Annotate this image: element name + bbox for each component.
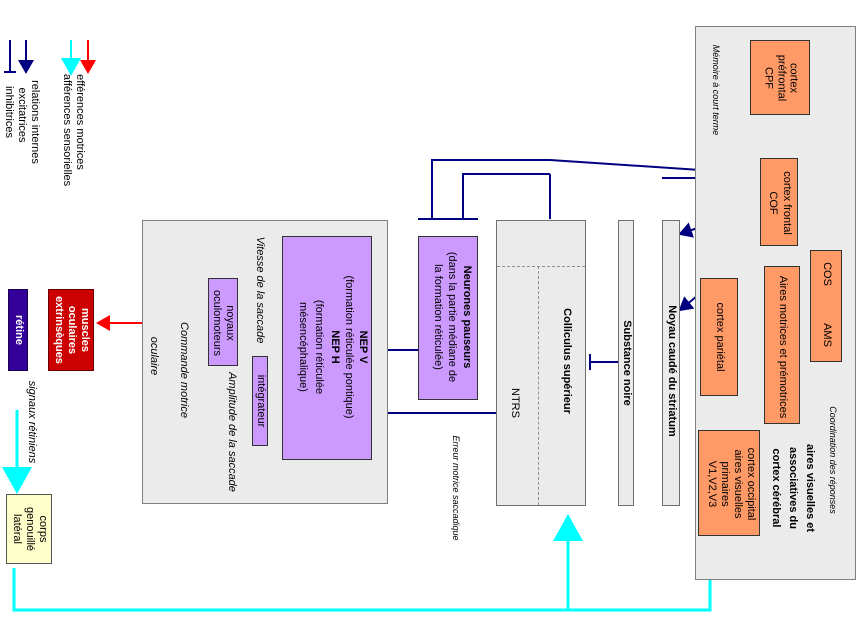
amplitude-label: Amplitude de la saccade [226,372,239,492]
occipital-box[interactable]: cortex occipital aires visuelles primair… [698,430,760,536]
cortex-title-2: associatives du [787,447,800,529]
ntrs-label: NTRS [509,388,522,418]
colliculus-label: Colliculus supérieur [561,308,574,414]
erreur-label: Erreur motrice saccadique [451,435,462,541]
legend-lines [4,40,96,76]
cof-box[interactable]: cortex frontal COF [760,158,798,246]
commande-label-2: oculaire [148,336,161,376]
cgl-label-3: latéral [11,514,24,544]
striatum-label: Noyau caudé du striatum [666,305,679,437]
aires-motrices-label: Aires motrices et prémotrices [777,275,790,419]
ams-label: AMS [821,323,834,347]
noyaux-label-1: noyaux [224,305,237,341]
substance-noire-box[interactable]: Substance noire [618,220,634,506]
cortex-title-1: aires visuelles et [804,443,817,533]
cpf-box[interactable]: cortex préfrontal CPF [750,40,810,115]
cgl-label-1: corps [37,515,50,543]
noyaux-label-2: oculomoteurs [211,289,224,357]
cortex-title-3: cortex cérébral [770,448,783,528]
vitesse-label: Vitesse de la saccade [254,236,267,344]
commande-label-1: Commande motrice [178,322,191,418]
muscles-label-2: oculaires [66,305,79,355]
cgl-label-2: genouillé [24,506,37,552]
integrateur-label: intégrateur [255,374,268,428]
pauseurs-label-1: Neurones pauseurs [461,265,474,369]
pauseurs-label-2: (dans la partie médiane de [446,251,459,383]
substance-noire-label: Substance noire [621,320,634,406]
occ-label-2: aires visuelles [732,449,745,519]
legend-excitatory-2: excitatrices [16,87,29,143]
neph-label-3: mésencéphalique) [297,302,310,392]
colliculus-divider [497,266,585,267]
retine-label: rétine [13,315,26,345]
noyaux-box[interactable]: noyaux oculomoteurs [208,278,238,366]
occ-label-4: V1,V2,V3 [706,460,719,508]
colliculus-box[interactable]: Colliculus supérieur NTRS [496,220,586,506]
muscles-label-1: muscles [79,307,92,353]
parietal-box[interactable]: cortex pariétal [700,278,738,396]
legend-sensory-afferents: afférences sensorielles [61,73,74,187]
pauseurs-label-3: la formation réticulée) [432,264,445,370]
neph-label-2: (formation réticulée [313,299,326,395]
occ-label-3: primaires [719,461,732,507]
cos-label: COS [821,262,834,286]
nepv-label-2: (formation réticulée pontique) [343,275,356,419]
occ-label-1: cortex occipital [745,447,758,521]
cof-label-2: COF [767,191,780,215]
nep-box[interactable]: NEP V (formation réticulée pontique) NEP… [282,236,372,460]
signaux-label: signaux rétiniens [26,380,39,464]
muscles-label-3: extrinsèques [53,296,66,364]
legend-inhibitory: inhibitrices [3,86,16,138]
memoire-label: Mémoire à court terme [711,44,722,136]
cpf-label: cortex préfrontal CPF [762,54,800,102]
coordination-label: Coordination des réponses [828,406,839,514]
nepv-label-1: NEP V [357,330,370,364]
striatum-box[interactable]: Noyau caudé du striatum [662,220,680,506]
cgl-box[interactable]: corps genouillé latéral [6,494,52,564]
cos-ams-box[interactable]: COS AMS [810,250,842,362]
neph-label-1: NEP H [329,330,342,364]
aires-motrices-box[interactable]: Aires motrices et prémotrices [764,266,800,424]
pauseurs-box[interactable]: Neurones pauseurs (dans la partie médian… [418,236,478,400]
integrateur-box[interactable]: intégrateur [252,356,268,446]
muscles-box[interactable]: muscles oculaires extrinsèques [48,289,94,371]
cof-label-1: cortex frontal [781,171,794,235]
retine-box[interactable]: rétine [8,289,28,371]
legend-motor-efferents: efférences motrices [74,74,87,170]
parietal-label: cortex pariétal [714,302,727,372]
colliculus-divider-v [538,266,539,505]
legend-excitatory-1: relations internes [29,80,42,164]
